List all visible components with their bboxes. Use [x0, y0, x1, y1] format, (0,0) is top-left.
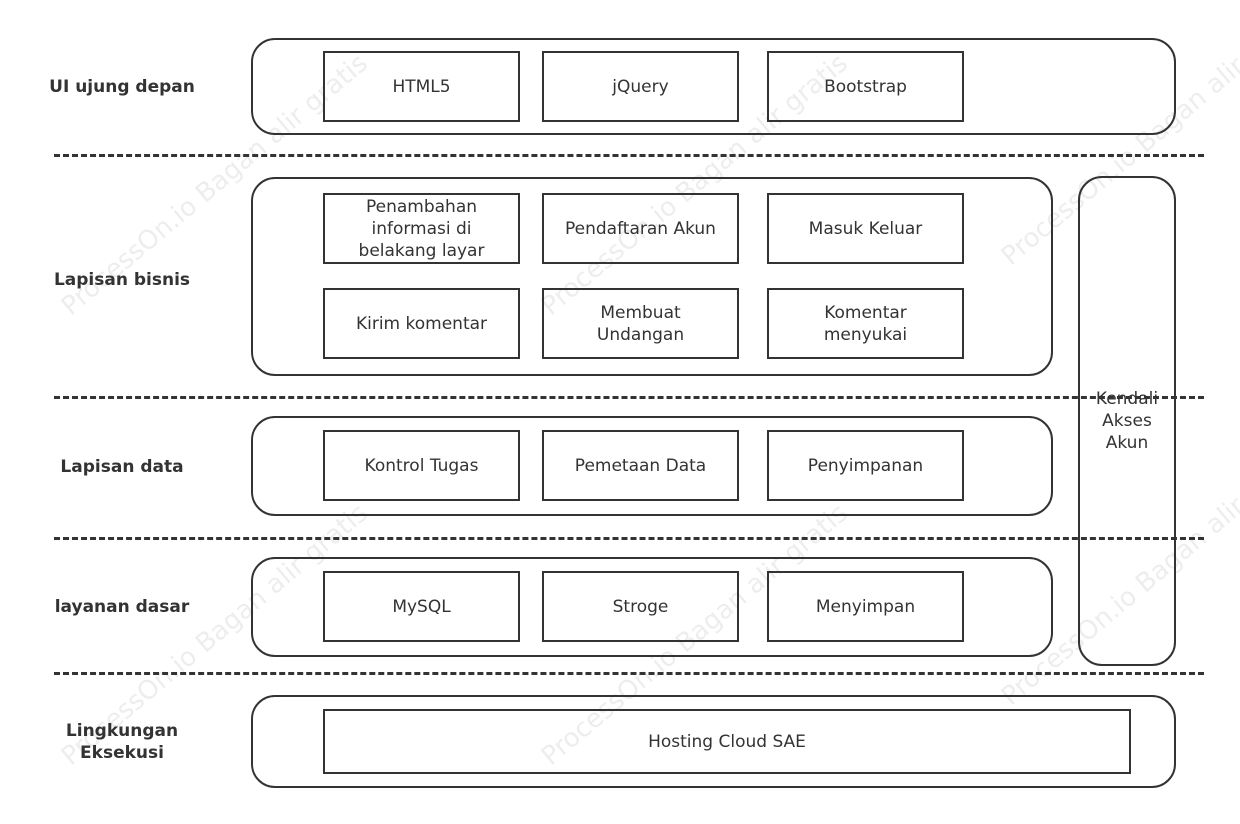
layer-divider — [54, 396, 1204, 399]
hosting-box: Hosting Cloud SAE — [323, 709, 1131, 774]
mysql-box: MySQL — [323, 571, 520, 642]
layer-label-business: Lapisan bisnis — [53, 270, 191, 290]
layer-divider — [54, 154, 1204, 157]
like-comment-box: Komentar menyukai — [767, 288, 964, 359]
base-layer-group — [251, 557, 1053, 657]
task-control-box: Kontrol Tugas — [323, 430, 520, 501]
html5-box: HTML5 — [323, 51, 520, 122]
storage-box: Penyimpanan — [767, 430, 964, 501]
layer-divider — [54, 672, 1204, 675]
stroge-box: Stroge — [542, 571, 739, 642]
access-control-panel: Kendali Akses Akun — [1078, 176, 1176, 666]
layer-divider — [54, 537, 1204, 540]
ui-layer-group — [251, 38, 1176, 135]
backend-info-box: Penambahan informasi di belakang layar — [323, 193, 520, 264]
save-box: Menyimpan — [767, 571, 964, 642]
send-comment-box: Kirim komentar — [323, 288, 520, 359]
layer-label-data: Lapisan data — [60, 457, 184, 477]
data-layer-group — [251, 416, 1053, 516]
data-mapping-box: Pemetaan Data — [542, 430, 739, 501]
layer-label-runtime: Lingkungan Eksekusi — [65, 721, 179, 763]
runtime-layer-group — [251, 695, 1176, 788]
create-invite-box: Membuat Undangan — [542, 288, 739, 359]
jquery-box: jQuery — [542, 51, 739, 122]
business-layer-group — [251, 177, 1053, 376]
layer-label-base: layanan dasar — [54, 597, 190, 617]
bootstrap-box: Bootstrap — [767, 51, 964, 122]
layer-label-ui: UI ujung depan — [49, 77, 195, 97]
registration-box: Pendaftaran Akun — [542, 193, 739, 264]
login-logout-box: Masuk Keluar — [767, 193, 964, 264]
